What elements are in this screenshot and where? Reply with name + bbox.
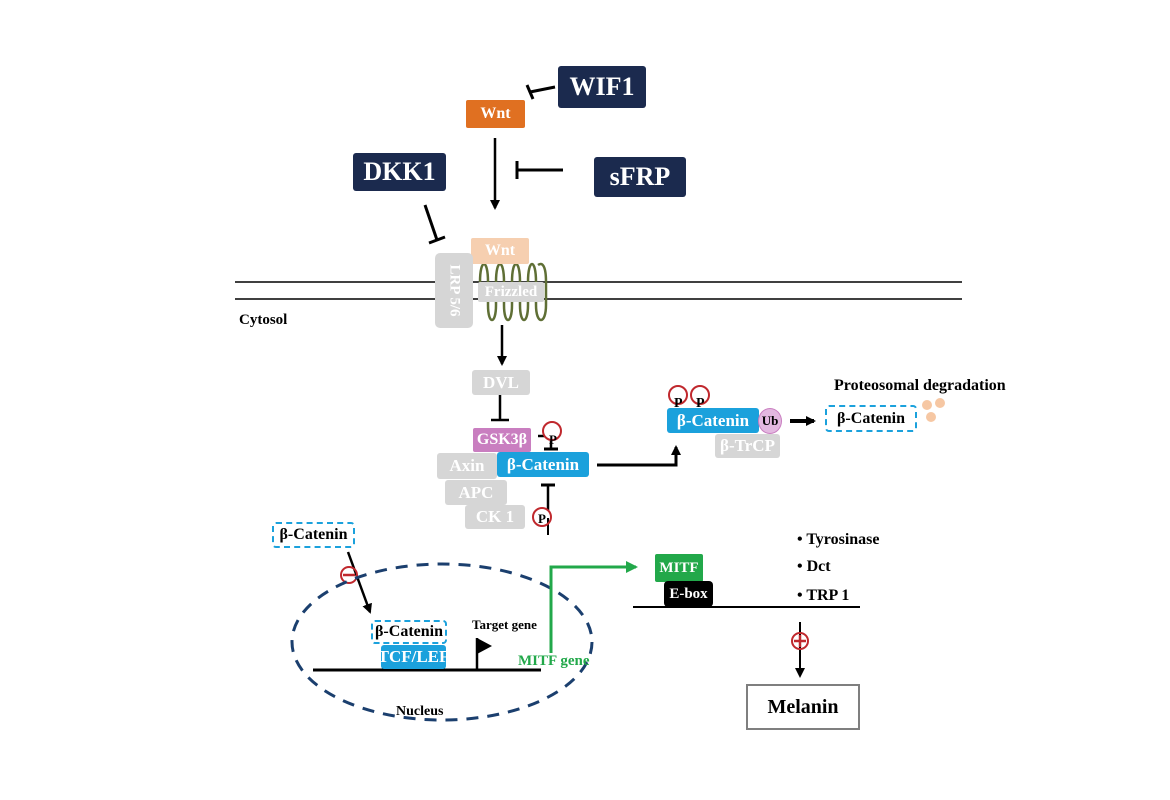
wif1-box: WIF1 — [558, 66, 646, 108]
target-gene-flag — [477, 638, 492, 654]
ub-tag: Ub — [758, 408, 782, 434]
gene-trp1: • TRP 1 — [797, 587, 850, 604]
axin-box: Axin — [437, 453, 497, 479]
phospho-ck1-label: P — [538, 511, 546, 526]
ck1-box: CK 1 — [465, 505, 525, 529]
phospho-deg-1-label: P — [674, 396, 683, 411]
gene-tyrosinase: • Tyrosinase — [797, 531, 880, 548]
degradation-arrow — [597, 445, 681, 467]
nucleus-label: Nucleus — [396, 704, 444, 719]
gene-dct: • Dct — [797, 558, 831, 575]
proteosomal-degradation-label: Proteosomal degradation — [834, 377, 1006, 394]
dkk1-box: DKK1 — [353, 153, 446, 191]
nuclear-import-arrow — [346, 551, 372, 614]
btrcp-box: β-TrCP — [715, 434, 780, 458]
ebox-box: E-box — [664, 581, 713, 607]
frizzled-7tm — [478, 262, 548, 322]
phospho-deg-1 — [668, 385, 688, 405]
cytosol-label: Cytosol — [239, 312, 288, 328]
phospho-deg-2 — [690, 385, 710, 405]
phospho-gsk — [542, 421, 562, 441]
phospho-ck1 — [532, 507, 552, 527]
beta-catenin-free-box: β-Catenin — [272, 522, 355, 548]
beta-catenin-degradation-box: β-Catenin — [667, 408, 759, 433]
lrp-receptor: LRP 5/6 — [435, 253, 473, 328]
frizzled-label: Frizzled — [478, 282, 544, 302]
mitf-protein-box: MITF — [655, 554, 703, 582]
apc-box: APC — [445, 480, 507, 505]
wnt-ligand: Wnt — [466, 100, 525, 128]
phospho-deg-2-label: P — [696, 396, 705, 411]
lrp-label: LRP 5/6 — [446, 264, 463, 317]
tcf-lef-box: TCF/LEF — [378, 645, 449, 669]
target-gene-label: Target gene — [472, 617, 537, 632]
wif1-inhibit-line — [529, 85, 556, 94]
beta-catenin-degraded-box: β-Catenin — [825, 405, 917, 432]
mitf-expression-arrow — [549, 561, 638, 653]
sfrp-box: sFRP — [594, 157, 686, 197]
nucleus-envelope — [290, 562, 594, 722]
beta-catenin-nuclear-box: β-Catenin — [371, 620, 447, 644]
dvl-box: DVL — [472, 370, 530, 395]
wnt-bound: Wnt — [471, 238, 529, 264]
melanin-box: Melanin — [746, 684, 860, 730]
beta-catenin-complex-box: β-Catenin — [497, 452, 589, 477]
dkk1-inhibit-line — [423, 204, 439, 241]
mitf-gene-label: MITF gene — [518, 653, 590, 669]
phospho-gsk-label: P — [549, 432, 557, 447]
gsk3b-box: GSK3β — [473, 428, 531, 452]
